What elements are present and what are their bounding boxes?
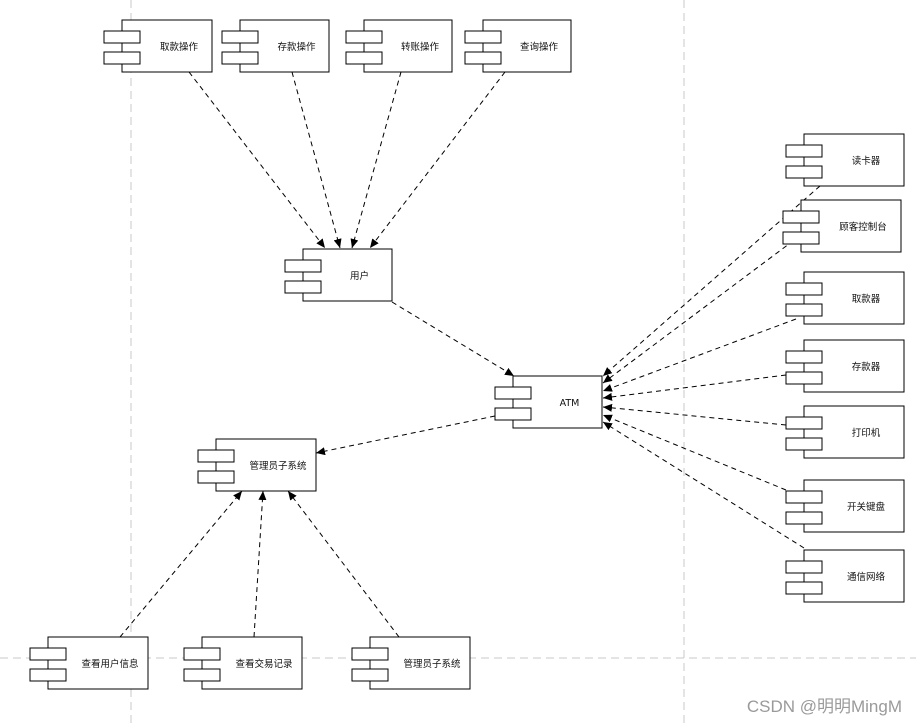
component-port-icon — [183, 668, 221, 682]
component-port-icon — [29, 647, 67, 661]
component-body — [47, 636, 149, 690]
component-label: 管理员子系统 — [249, 460, 307, 472]
component-port-icon — [785, 282, 823, 296]
component-label: 查看交易记录 — [235, 658, 293, 670]
component-port-icon — [197, 449, 235, 463]
component-port-icon — [351, 647, 389, 661]
component-port-icon — [782, 210, 820, 224]
dependency-edges — [119, 71, 821, 638]
component-view-transactions[interactable]: 查看交易记录 — [183, 636, 303, 690]
dependency-printer-to-atm — [602, 403, 787, 426]
component-customer-console[interactable]: 顾客控制台 — [782, 199, 902, 253]
component-port-icon — [785, 581, 823, 595]
component-cash-acceptor[interactable]: 存款器 — [785, 339, 905, 393]
component-port-icon — [221, 30, 259, 44]
dependency-admin-subsystem-2-to-admin-subsystem — [287, 490, 400, 638]
component-port-icon — [785, 303, 823, 317]
component-admin-subsystem-2[interactable]: 管理员子系统 — [351, 636, 471, 690]
component-cash-dispenser[interactable]: 取款器 — [785, 271, 905, 325]
component-port-icon — [785, 511, 823, 525]
component-port-icon — [785, 560, 823, 574]
component-label: 通信网络 — [847, 571, 886, 583]
component-port-icon — [284, 280, 322, 294]
component-deposit-op[interactable]: 存款操作 — [221, 19, 330, 73]
component-port-icon — [785, 350, 823, 364]
dependency-user-to-atm — [391, 301, 515, 377]
component-label: 取款器 — [852, 293, 881, 305]
component-port-icon — [464, 30, 502, 44]
component-printer[interactable]: 打印机 — [785, 405, 905, 459]
dependency-view-transactions-to-admin-subsystem — [253, 490, 267, 638]
dependency-customer-console-to-atm — [602, 234, 802, 384]
component-withdraw-op[interactable]: 取款操作 — [103, 19, 213, 73]
dependency-view-user-info-to-admin-subsystem — [119, 490, 243, 638]
component-port-icon — [197, 470, 235, 484]
component-admin-subsystem[interactable]: 管理员子系统 — [197, 438, 317, 492]
dependency-withdraw-op-to-user — [188, 71, 326, 249]
dependency-network-to-atm — [602, 421, 805, 549]
component-port-icon — [785, 416, 823, 430]
dependency-deposit-op-to-user — [291, 71, 342, 249]
component-label: ATM — [560, 398, 580, 409]
component-label: 存款器 — [852, 361, 881, 373]
component-port-icon — [494, 386, 532, 400]
component-switch-keyboard[interactable]: 开关键盘 — [785, 479, 905, 533]
component-label: 取款操作 — [160, 41, 199, 53]
component-port-icon — [103, 30, 141, 44]
component-port-icon — [785, 371, 823, 385]
component-label: 顾客控制台 — [839, 221, 887, 233]
component-user[interactable]: 用户 — [284, 248, 393, 302]
dependency-query-op-to-user — [369, 71, 506, 249]
component-card-reader[interactable]: 读卡器 — [785, 133, 905, 187]
component-port-icon — [29, 668, 67, 682]
component-label: 转账操作 — [401, 41, 440, 53]
watermark: CSDN @明明MingM — [746, 697, 902, 716]
dependency-atm-to-admin-subsystem — [315, 415, 496, 456]
component-label: 查询操作 — [520, 41, 559, 53]
component-port-icon — [351, 668, 389, 682]
component-port-icon — [183, 647, 221, 661]
component-port-icon — [785, 490, 823, 504]
component-network[interactable]: 通信网络 — [785, 549, 905, 603]
component-label: 管理员子系统 — [403, 658, 461, 670]
dependency-switch-keyboard-to-atm — [602, 414, 787, 491]
component-port-icon — [782, 231, 820, 245]
dependency-cash-acceptor-to-atm — [602, 374, 787, 401]
components: 取款操作存款操作转账操作查询操作用户ATM管理员子系统查看用户信息查看交易记录管… — [29, 19, 905, 690]
component-port-icon — [785, 144, 823, 158]
component-query-op[interactable]: 查询操作 — [464, 19, 572, 73]
component-port-icon — [464, 51, 502, 65]
component-port-icon — [494, 407, 532, 421]
component-port-icon — [785, 437, 823, 451]
dependency-cash-dispenser-to-atm — [602, 318, 797, 392]
component-port-icon — [284, 259, 322, 273]
component-view-user-info[interactable]: 查看用户信息 — [29, 636, 149, 690]
component-label: 存款操作 — [277, 41, 316, 53]
component-label: 打印机 — [852, 427, 881, 439]
component-label: 开关键盘 — [847, 501, 886, 513]
component-label: 读卡器 — [852, 155, 881, 167]
component-port-icon — [221, 51, 259, 65]
dependency-transfer-op-to-user — [350, 71, 402, 249]
component-label: 用户 — [350, 270, 369, 282]
component-port-icon — [103, 51, 141, 65]
component-transfer-op[interactable]: 转账操作 — [345, 19, 453, 73]
component-port-icon — [345, 30, 383, 44]
component-port-icon — [785, 165, 823, 179]
component-atm[interactable]: ATM — [494, 375, 603, 429]
component-label: 查看用户信息 — [81, 658, 138, 670]
component-port-icon — [345, 51, 383, 65]
